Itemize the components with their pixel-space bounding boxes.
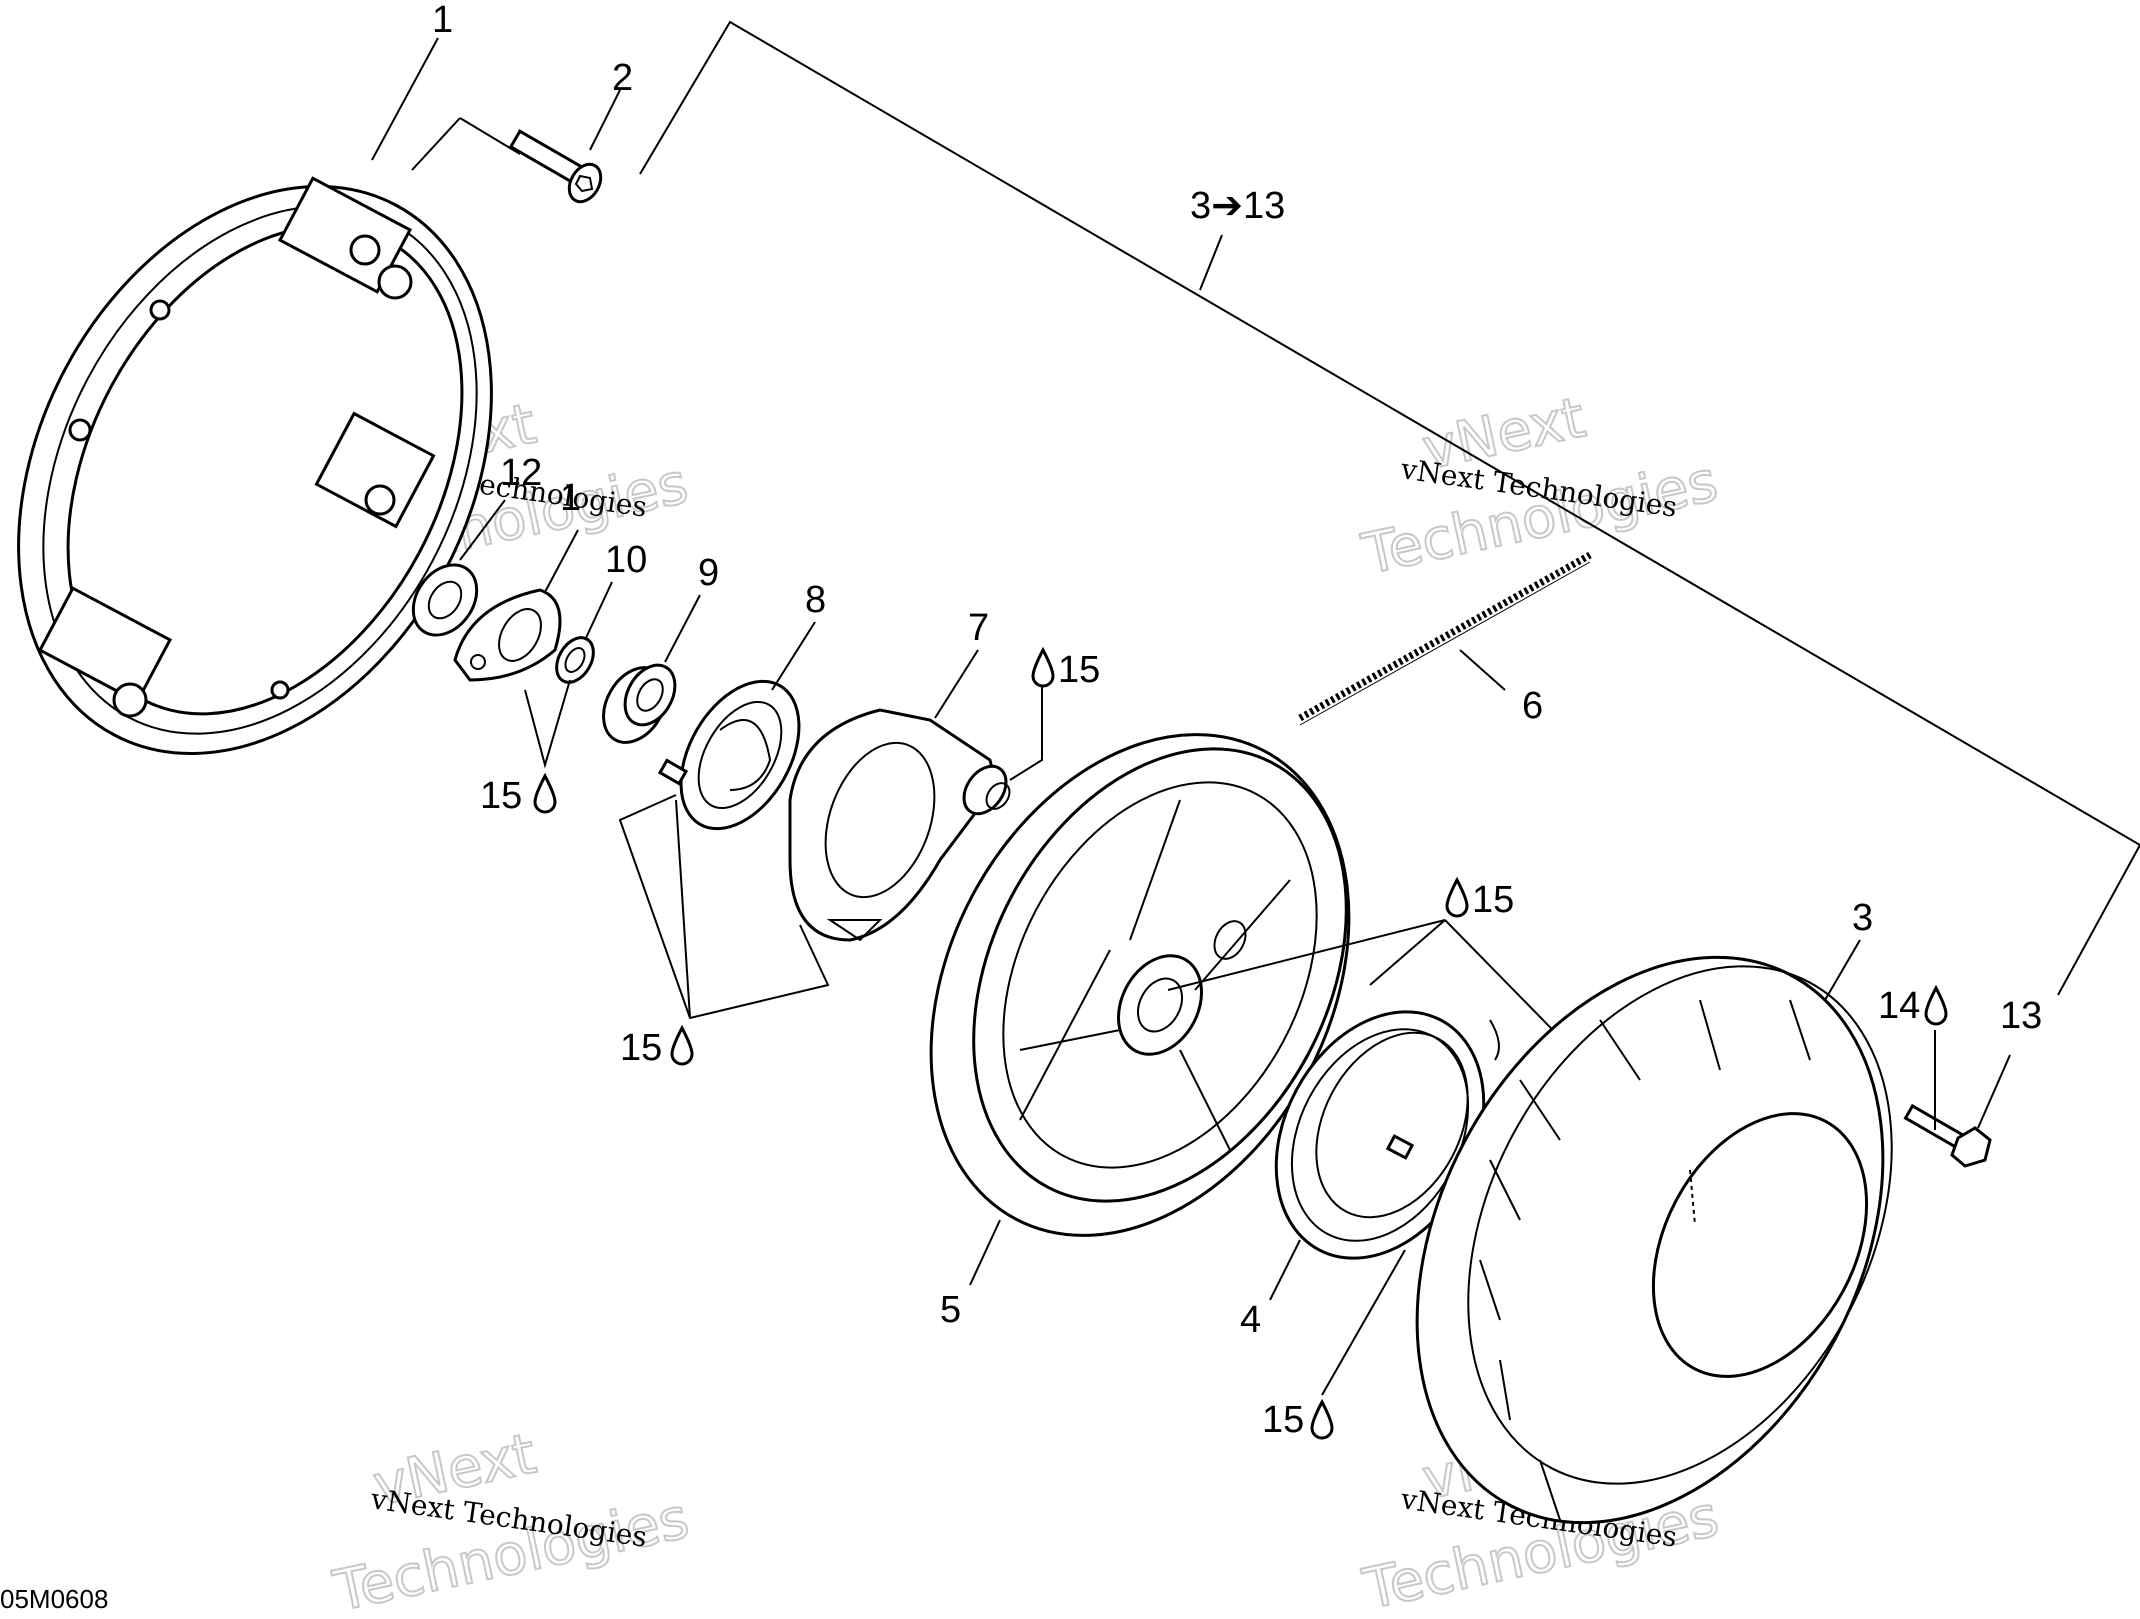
leader-6: [1459, 649, 1506, 691]
leader-15-bottom: [1321, 1249, 1406, 1396]
callout-15-spring: 15: [1445, 876, 1514, 921]
oil-drop-icon: [533, 772, 557, 814]
callout-13: 13: [2000, 995, 2042, 1037]
leader-11: [544, 529, 579, 593]
part-9-bushing: [602, 663, 677, 744]
svg-text:15: 15: [1058, 649, 1100, 691]
callout-15-washers: 15: [480, 772, 557, 817]
leader-13: [1977, 1054, 2011, 1129]
leader-2: [589, 89, 621, 151]
callout-6: 6: [1522, 685, 1543, 727]
callout-15-cam: 15: [1031, 646, 1100, 691]
callout-3: 3: [1852, 897, 1873, 939]
part-8-pawl: [657, 679, 801, 831]
drawing-code: 05M0608: [0, 1584, 108, 1614]
callout-15-pawl: 15: [620, 1024, 694, 1069]
oil-drop-icon: [670, 1024, 694, 1066]
callout-3-13: 3➔13: [1190, 185, 1285, 227]
svg-text:14: 14: [1878, 985, 1920, 1027]
leader-15-pawl-b: [675, 799, 691, 1019]
part-12-lock-washer: [411, 563, 479, 637]
leader-3: [1824, 939, 1861, 1001]
part-3-cover: [1415, 955, 1893, 1525]
part-7-cam: [788, 708, 1011, 942]
callout-1: 1: [432, 0, 453, 41]
leader-4: [1269, 1239, 1301, 1301]
part-5-pulley: [929, 733, 1351, 1237]
callout-4: 4: [1240, 1299, 1261, 1341]
callout-15-bottom: 15: [1262, 1398, 1334, 1441]
part-2-screw: [411, 117, 603, 204]
leader-5: [969, 1219, 1001, 1286]
callout-8: 8: [805, 579, 826, 621]
oil-drop-icon: [1445, 876, 1469, 918]
svg-text:15: 15: [1472, 879, 1514, 921]
callout-5: 5: [940, 1289, 961, 1331]
oil-drop-icon: [1310, 1398, 1334, 1440]
callout-10: 10: [605, 539, 647, 581]
svg-text:15: 15: [1262, 1399, 1304, 1441]
oil-drop-icon: [1031, 646, 1055, 688]
svg-text:15: 15: [620, 1027, 662, 1069]
callout-12: 12: [500, 452, 542, 494]
group-bracket-3-13: [639, 20, 2140, 996]
oil-drop-icon: [1924, 984, 1948, 1026]
callout-14: 14: [1878, 984, 1948, 1027]
part-13-bolt: [1903, 1103, 1992, 1168]
leader-9: [664, 594, 701, 663]
part-1-housing: [17, 176, 493, 755]
leader-10: [584, 581, 613, 641]
callout-9: 9: [698, 552, 719, 594]
part-11-plate: [453, 588, 562, 682]
callout-2: 2: [612, 57, 633, 99]
part-10-washer: [555, 636, 595, 684]
callout-7: 7: [968, 607, 989, 649]
svg-text:15: 15: [480, 775, 522, 817]
leader-12: [459, 499, 506, 561]
part-6-rope: [1298, 551, 1592, 726]
callout-11: 1: [560, 477, 581, 519]
leader-15-cam: [1009, 685, 1043, 781]
leader-8: [771, 621, 816, 691]
leader-1: [371, 37, 439, 161]
leader-7: [934, 649, 979, 719]
leader-15-washers: [524, 679, 571, 769]
